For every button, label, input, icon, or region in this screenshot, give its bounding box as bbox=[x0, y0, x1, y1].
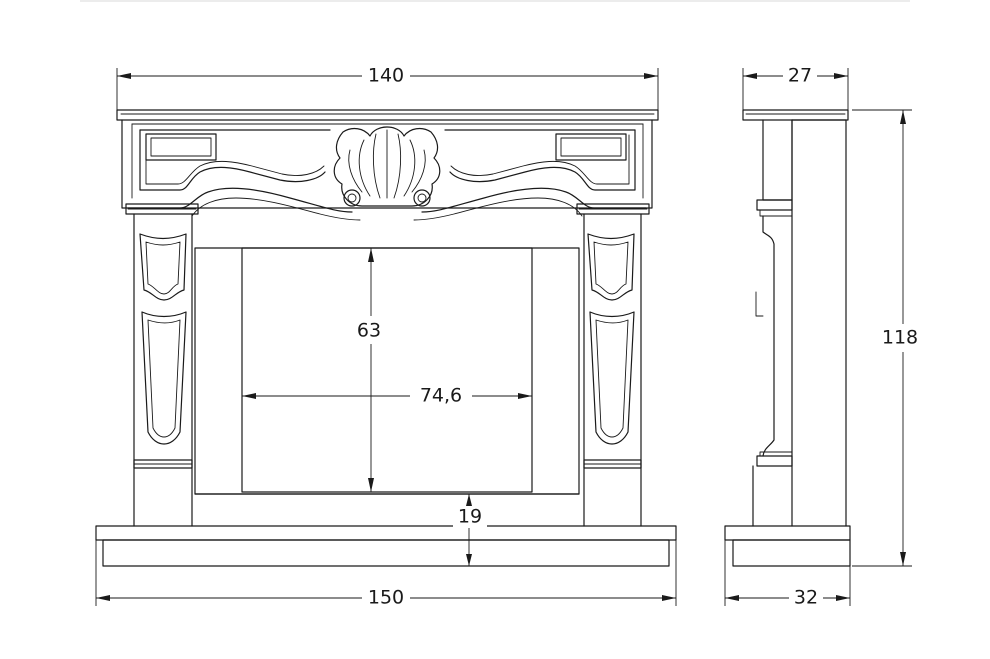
frieze bbox=[121, 119, 653, 221]
dim-label-19: 19 bbox=[458, 506, 482, 528]
dim-label-63: 63 bbox=[357, 320, 381, 342]
dim-label-150: 150 bbox=[368, 587, 404, 609]
dim-label-32: 32 bbox=[794, 587, 818, 609]
dim-front-width-top: 140 bbox=[116, 64, 659, 110]
dim-side-depth-top: 27 bbox=[742, 64, 849, 110]
dimension-lines: 140 150 63 74,6 bbox=[95, 64, 925, 610]
dim-side-depth-base: 32 bbox=[724, 540, 851, 610]
side-hearth bbox=[724, 525, 851, 567]
front-view bbox=[95, 109, 677, 567]
dim-total-height: 118 bbox=[852, 109, 925, 567]
hearth bbox=[95, 525, 677, 567]
side-body bbox=[752, 119, 847, 527]
dim-opening-width: 74,6 bbox=[242, 384, 532, 408]
right-pilaster bbox=[583, 213, 642, 527]
dim-opening-height: 63 bbox=[351, 248, 391, 492]
dim-front-width-base: 150 bbox=[95, 540, 677, 610]
mantel-shelf bbox=[116, 109, 659, 121]
left-pilaster bbox=[133, 213, 193, 527]
dim-hearth-height: 19 bbox=[453, 494, 487, 566]
frieze-left-panel bbox=[139, 129, 331, 191]
shell-ornament bbox=[333, 126, 441, 207]
left-capital bbox=[125, 203, 199, 215]
lintel-arch bbox=[127, 187, 647, 221]
dim-label-140: 140 bbox=[368, 65, 404, 87]
right-capital bbox=[576, 203, 650, 215]
dim-label-27: 27 bbox=[788, 65, 812, 87]
side-view bbox=[724, 109, 851, 567]
firebox-surround bbox=[194, 247, 580, 495]
side-shelf bbox=[742, 109, 849, 121]
dim-label-74-6: 74,6 bbox=[420, 385, 462, 407]
frieze-right-panel bbox=[444, 129, 636, 191]
dim-label-118: 118 bbox=[882, 327, 918, 349]
